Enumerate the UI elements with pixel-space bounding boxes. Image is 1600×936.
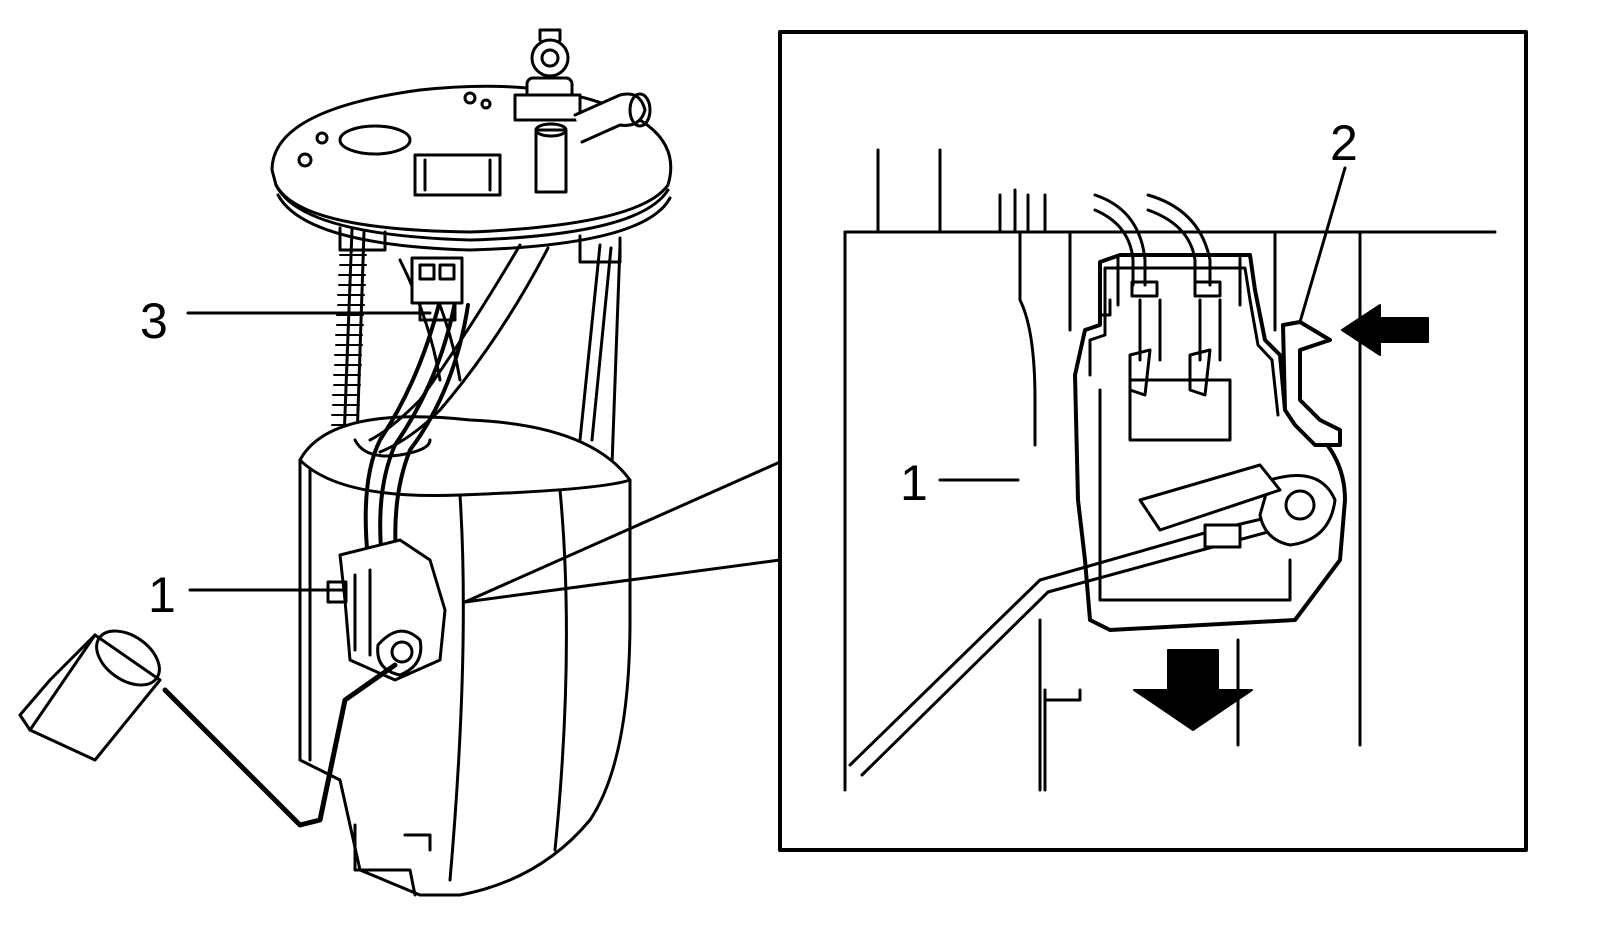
fuel-level-sender (326, 538, 447, 682)
bottom-clip (353, 823, 432, 897)
retaining-tab-2 (1281, 320, 1342, 447)
module-flange (270, 84, 673, 252)
callout-3: 3 (140, 293, 168, 349)
callout-1-left: 1 (148, 567, 176, 623)
flange-fittings (513, 28, 652, 194)
zoom-lines (463, 460, 782, 604)
detail-inset (778, 30, 1528, 852)
callout-1-detail: 1 (900, 455, 928, 511)
callout-2: 2 (1330, 115, 1358, 171)
float-arm (162, 662, 398, 828)
fuel-reservoir-bucket (298, 415, 632, 897)
detail-hoses (1093, 193, 1222, 397)
coil-spring (330, 254, 367, 436)
slide-down-arrow-icon (1133, 649, 1253, 731)
fuel-float (18, 629, 162, 762)
push-arrow-left-icon (1341, 304, 1429, 356)
detail-float-arm (848, 463, 1337, 777)
callout-leaders-left (186, 311, 432, 592)
fuel-pump-module (18, 28, 673, 897)
flange-legs (338, 226, 622, 264)
electrical-connector-3 (410, 256, 464, 322)
detail-background-structure (843, 148, 1497, 792)
leader-2 (1298, 166, 1347, 324)
wiring-harness (363, 298, 470, 562)
